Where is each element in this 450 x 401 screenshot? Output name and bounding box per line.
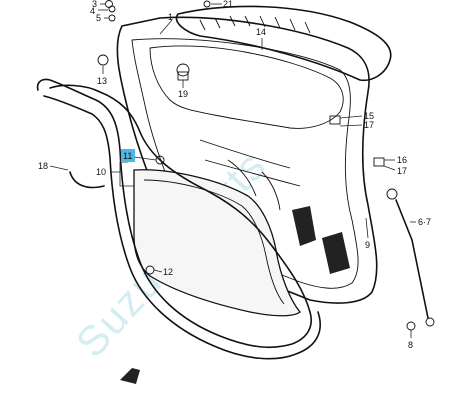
callout-3: 3 xyxy=(92,0,97,9)
callout-13: 13 xyxy=(97,76,107,86)
callout-15: 15 xyxy=(364,111,374,121)
clip-21 xyxy=(203,0,211,8)
callout-21: 21 xyxy=(223,0,233,9)
weatherstrip-lower xyxy=(69,171,105,189)
leader-9 xyxy=(365,217,369,239)
callout-14: 14 xyxy=(256,27,266,37)
window-opening xyxy=(149,45,344,129)
trim-panel-edge xyxy=(143,179,285,305)
damper-strut-top xyxy=(386,188,398,200)
callout-9: 9 xyxy=(365,240,370,250)
leader-12 xyxy=(153,269,163,273)
inner-opening-2 xyxy=(322,232,350,274)
callout-16: 16 xyxy=(397,155,407,165)
inner-opening-1 xyxy=(292,206,316,246)
washer-4 xyxy=(108,5,116,13)
damper-strut-rod xyxy=(411,239,429,319)
callout-8: 8 xyxy=(408,340,413,350)
callout-6-7: 6·7 xyxy=(418,217,431,227)
callout-18: 18 xyxy=(38,161,48,171)
leader-1 xyxy=(159,19,173,35)
inner-rib-1 xyxy=(199,139,301,187)
callout-1: 1 xyxy=(168,12,173,22)
leader-18 xyxy=(49,165,69,171)
trim-panel xyxy=(133,169,301,317)
inner-rib-2 xyxy=(227,159,281,211)
leader-15 xyxy=(339,115,363,119)
spoiler-hatch-lines xyxy=(199,15,311,34)
callout-19: 19 xyxy=(178,89,188,99)
bolt-8 xyxy=(406,321,416,331)
callout-12: 12 xyxy=(163,267,173,277)
weatherstrip xyxy=(36,78,312,349)
damper-strut-bottom xyxy=(425,317,435,327)
bracket-16 xyxy=(373,157,385,167)
rear-spoiler xyxy=(175,5,392,82)
callout-11-highlight xyxy=(121,149,135,162)
bracket-15 xyxy=(329,115,341,125)
tailgate-inner-edge xyxy=(131,38,359,289)
callout-11: 11 xyxy=(123,151,132,161)
callout-10: 10 xyxy=(96,167,106,177)
front-arrow-icon xyxy=(120,368,140,384)
leader-17b xyxy=(383,165,396,171)
leader-11 xyxy=(133,156,157,161)
weatherstrip-inner xyxy=(43,95,321,360)
grommet-13 xyxy=(97,54,109,66)
damper-strut-body xyxy=(395,199,413,241)
callout-5: 5 xyxy=(96,13,101,23)
bolt-5 xyxy=(108,14,116,22)
callout-4: 4 xyxy=(90,6,95,16)
callout-17-upper: 17 xyxy=(364,120,374,130)
tailgate-outer-frame xyxy=(116,16,378,304)
leader-17a xyxy=(339,124,363,127)
bumper-19 xyxy=(176,63,190,77)
callout-17-lower: 17 xyxy=(397,166,407,176)
